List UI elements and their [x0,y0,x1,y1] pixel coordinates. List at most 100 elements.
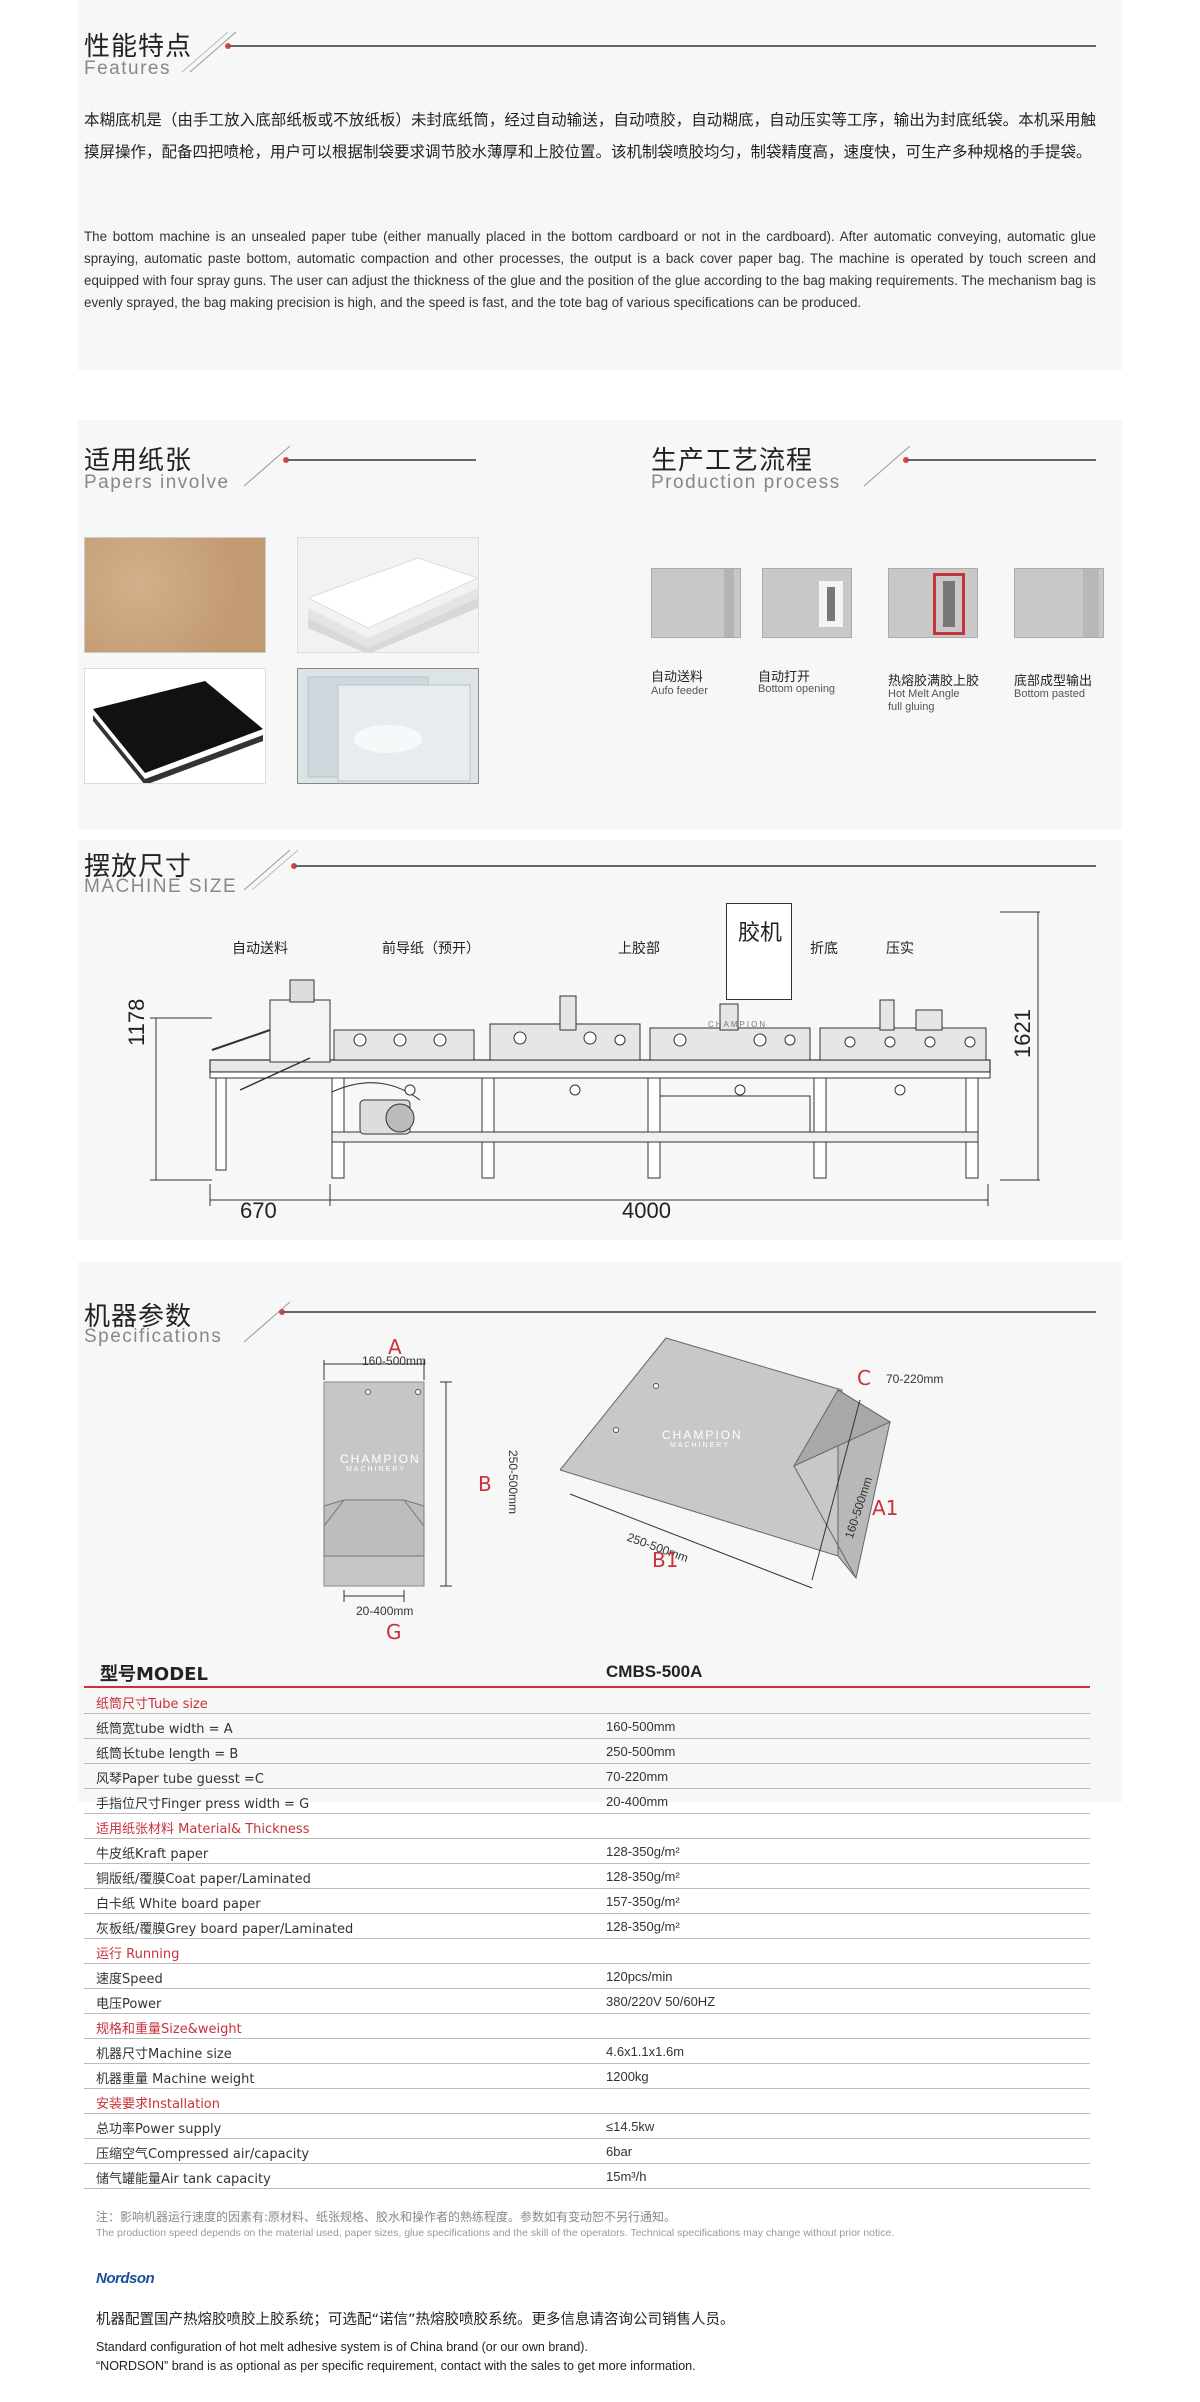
flat-bag-brand-sub: MACHINERY [346,1466,406,1473]
spec-key: 总功率Power supply [96,2122,222,2137]
specs-title-en: Specifications [84,1326,223,1347]
footer-en-line2: “NORDSON” brand is as optional as per sp… [96,2359,696,2373]
spec-value: 157-350g/m² [606,1894,680,1909]
dimension-total-length: 4000 [622,1198,671,1223]
spec-key: 储气罐能量Air tank capacity [96,2172,271,2187]
diagram-label-G: G [386,1620,402,1644]
spec-category-label: 适用纸张材料 Material& Thickness [96,1822,310,1837]
glue-machine-box: 胶机 [726,903,792,1000]
size-label-feeder: 自动送料 [232,941,288,957]
open-bag-brand-sub: MACHINERY [670,1442,730,1449]
papers-title-en: Papers involve [84,472,230,493]
features-title-cn: 性能特点 [84,32,193,62]
process-step-pasted-image [1014,568,1104,638]
features-title-en: Features [84,58,171,79]
spec-value: 4.6x1.1x1.6m [606,2044,685,2059]
spec-value: 128-350g/m² [606,1919,680,1934]
dimension-feed-length: 670 [240,1198,277,1223]
spec-category-label: 运行 Running [96,1947,180,1962]
nordson-logo: Nordson [96,2270,155,2287]
size-label-guide: 前导纸（预开） [382,941,480,957]
spec-category-row: 适用纸张材料 Material& Thickness [84,1813,1090,1839]
diagram-label-A1: A1 [872,1496,899,1520]
open-bag-diagram [560,1337,892,1589]
spec-header-key: 型号MODEL [100,1664,208,1685]
process-step-1-cn: 自动送料 [651,670,704,685]
diagram-dim-G: 20-400mm [356,1604,414,1618]
diagram-dim-C: 70-220mm [886,1372,944,1386]
spec-value: 250-500mm [606,1744,676,1759]
open-bag-brand: CHAMPION [662,1428,743,1442]
note-en: The production speed depends on the mate… [96,2227,895,2239]
spec-key: 纸筒长tube length = B [96,1747,239,1762]
spec-row: 总功率Power supply ≤14.5kw [84,2113,1090,2139]
spec-key: 电压Power [96,1997,162,2012]
spec-value: 128-350g/m² [606,1844,680,1859]
dimension-height-left: 1178 [124,998,149,1046]
size-title-cn: 摆放尺寸 [84,852,193,882]
process-step-4-cn: 底部成型输出 [1014,674,1093,689]
spec-row: 铜版纸/覆膜Coat paper/Laminated 128-350g/m² [84,1863,1090,1889]
features-title-decoration [181,31,1096,73]
process-step-3-cn: 热熔胶满胶上胶 [888,674,980,689]
features-paragraph-en: The bottom machine is an unsealed paper … [84,229,1096,310]
specs-title-cn: 机器参数 [84,1302,193,1332]
spec-category-label: 纸筒尺寸Tube size [96,1697,208,1712]
spec-category-row: 安装要求Installation [84,2088,1090,2114]
process-step-4-en: Bottom pasted [1014,688,1085,700]
process-title-cn: 生产工艺流程 [651,446,814,476]
spec-row: 风琴Paper tube guesst =C 70-220mm [84,1763,1090,1789]
spec-row: 压缩空气Compressed air/capacity 6bar [84,2138,1090,2164]
spec-key: 风琴Paper tube guesst =C [96,1772,264,1787]
kraft-paper-image [84,537,266,653]
process-step-1-en: Aufo feeder [651,685,708,697]
spec-value: 160-500mm [606,1719,676,1734]
machine-side-view-drawing [150,911,1040,1206]
process-step-gluing-image [888,568,978,638]
process-step-3-en: Hot Melt Angle full gluing [888,688,960,713]
footer-en-line1: Standard configuration of hot melt adhes… [96,2340,588,2354]
spec-key: 牛皮纸Kraft paper [96,1847,209,1862]
spec-value: 120pcs/min [606,1969,673,1984]
grey-board-paper-image [84,668,266,784]
flat-bag-diagram [323,1360,452,1602]
process-step-2-en: Bottom opening [758,683,836,695]
spec-category-row: 运行 Running [84,1938,1090,1964]
process-title-decoration [863,445,1096,487]
coated-paper-image [297,668,479,784]
dimension-height-right: 1621 [1010,1009,1035,1058]
footer-cn: 机器配置国产热熔胶喷胶上胶系统；可选配“诺信”热熔胶喷胶系统。更多信息请咨询公司… [96,2312,735,2328]
size-title-en: MACHINE SIZE [84,876,238,897]
size-label-fold: 折底 [810,941,838,957]
spec-value: ≤14.5kw [606,2119,655,2134]
spec-key: 纸筒宽tube width = A [96,1722,233,1737]
diagram-label-A: A [388,1335,402,1359]
size-title-decoration [243,849,1096,891]
diagram-label-C: C [857,1366,871,1390]
spec-key: 压缩空气Compressed air/capacity [96,2147,310,2162]
process-step-2-cn: 自动打开 [758,670,811,685]
spec-key: 铜版纸/覆膜Coat paper/Laminated [96,1872,311,1887]
spec-value: 70-220mm [606,1769,669,1784]
spec-value: 1200kg [606,2069,649,2084]
spec-value: 128-350g/m² [606,1869,680,1884]
spec-row: 速度Speed 120pcs/min [84,1963,1090,1989]
spec-key: 灰板纸/覆膜Grey board paper/Laminated [96,1922,354,1937]
specs-band [78,1262,1122,1802]
spec-key: 速度Speed [96,1972,163,1987]
flat-bag-brand: CHAMPION [340,1452,421,1466]
spec-category-row: 纸筒尺寸Tube size [84,1688,1090,1714]
spec-value: 15m³/h [606,2169,647,2184]
spec-value: 6bar [606,2144,633,2159]
spec-key: 手指位尺寸Finger press width = G [96,1797,310,1812]
papers-title-decoration [243,445,476,487]
spec-row: 电压Power 380/220V 50/60HZ [84,1988,1090,2014]
papers-title-cn: 适用纸张 [84,446,193,476]
diagram-dim-B: 250-500mm [506,1450,520,1515]
spec-key: 机器尺寸Machine size [96,2047,232,2062]
spec-header-value: CMBS-500A [606,1662,703,1681]
spec-value: 380/220V 50/60HZ [606,1994,716,2009]
